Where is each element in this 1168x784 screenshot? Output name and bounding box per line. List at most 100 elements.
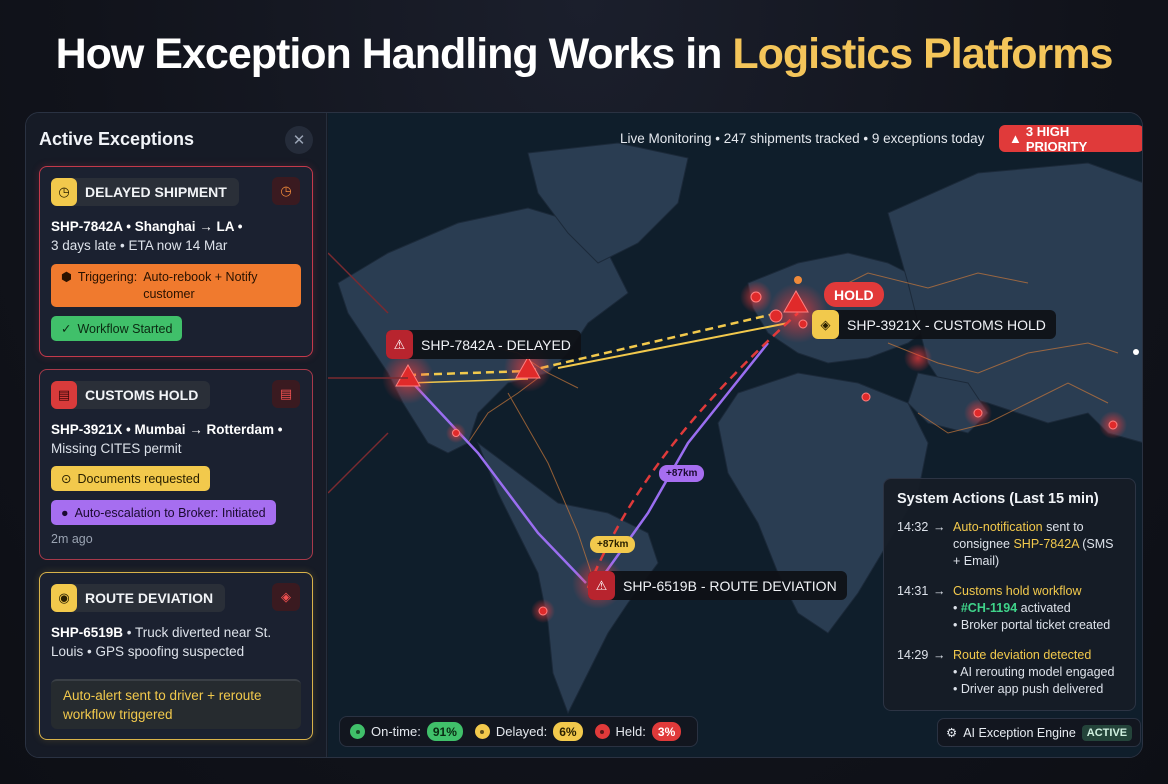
action-time: 14:29	[897, 648, 929, 662]
exception-card-customs[interactable]: ▤ CUSTOMS HOLD ▤ SHP-3921X • Mumbai → Ro…	[39, 369, 313, 560]
delayed-dot-icon	[474, 724, 490, 739]
shipment-id: SHP-3921X	[51, 422, 123, 437]
trigger-value: Auto-rebook + Notify customer	[143, 270, 258, 301]
customs-icon: ◈	[812, 310, 839, 339]
workflow-code-link[interactable]: #CH-1194	[960, 601, 1018, 615]
workflow-status-badge: ✓ Workflow Started	[51, 316, 183, 341]
action-bullet: AI rerouting model engaged	[953, 664, 1122, 681]
document-icon[interactable]: ▤	[272, 380, 300, 408]
action-label: Auto-escalation to Broker: Initiated	[74, 505, 266, 520]
engine-label: AI Exception Engine	[963, 725, 1076, 740]
action-highlight: Customs hold workflow	[953, 584, 1082, 598]
distance-tag: +87km	[659, 465, 705, 482]
documents-requested-badge: ⊙ Documents requested	[51, 466, 210, 491]
auto-alert-box: Auto-alert sent to driver + reroute work…	[51, 679, 301, 729]
distance-tag: +87km	[590, 536, 636, 553]
document-icon: ▤	[51, 381, 77, 409]
route-text: • Shanghai → LA •	[122, 219, 243, 234]
bolt-icon: ⬢	[61, 270, 72, 284]
callout-delayed[interactable]: ⚠ SHP-7842A - DELAYED	[386, 330, 581, 359]
exceptions-sidebar: Active Exceptions ✕ ◷ DELAYED SHIPMENT ◷…	[26, 113, 327, 757]
exception-card-route[interactable]: ◉ ROUTE DEVIATION ◈ SHP-6519B • Truck di…	[39, 572, 313, 740]
action-detail: (SMS + Email)	[953, 537, 1114, 568]
alert-text: Auto-alert sent to driver + reroute work…	[63, 688, 262, 722]
arrow-icon: →	[933, 520, 946, 534]
action-highlight: Auto-notification	[953, 520, 1043, 534]
legend-value: 6%	[553, 722, 583, 741]
map-pin-icon: ◉	[51, 584, 77, 612]
sidebar-title: Active Exceptions	[39, 129, 195, 149]
high-priority-badge[interactable]: ▲ 3 HIGH PRIORITY	[999, 123, 1142, 154]
escalation-badge: ● Auto-escalation to Broker: Initiated	[51, 500, 276, 525]
action-bullet: Driver app push delivered	[953, 681, 1122, 698]
callout-label: SHP-3921X - CUSTOMS HOLD	[847, 316, 1046, 333]
legend-value: 91%	[426, 722, 463, 741]
legend-value: 3%	[651, 722, 682, 741]
dashboard-window: Active Exceptions ✕ ◷ DELAYED SHIPMENT ◷…	[25, 112, 1143, 758]
callout-label: SHP-6519B - ROUTE DEVIATION	[623, 577, 837, 594]
timestamp: 2m ago	[51, 532, 93, 546]
type-badge: ◉ ROUTE DEVIATION	[51, 584, 226, 612]
workflow-status-label: Workflow Started	[77, 321, 173, 336]
status-legend: On-time: 91% Delayed: 6% Held: 3%	[339, 716, 699, 747]
map-pin-icon[interactable]: ◈	[272, 583, 300, 611]
action-entry: 14:29 → Route deviation detected AI rero…	[897, 647, 1122, 698]
action-highlight: Route deviation detected	[953, 648, 1092, 662]
bag-icon: ●	[61, 505, 69, 520]
exception-card-delayed[interactable]: ◷ DELAYED SHIPMENT ◷ SHP-7842A • Shangha…	[39, 166, 313, 357]
action-text: Auto-notification sent to consignee SHP-…	[953, 519, 1122, 570]
legend-label: Delayed:	[495, 724, 548, 739]
shipment-link[interactable]: SHP-7842A	[1013, 537, 1079, 551]
type-label: CUSTOMS HOLD	[85, 387, 199, 403]
trigger-label: Triggering:	[77, 270, 138, 284]
card-details: SHP-3921X • Mumbai → Rotterdam • Missing…	[51, 420, 303, 458]
headline-accent: Logistics Platforms	[732, 30, 1113, 78]
live-monitoring-status: Live Monitoring • 247 shipments tracked …	[620, 131, 985, 146]
page-headline: How Exception Handling Works in Logistic…	[0, 30, 1168, 79]
action-bullet: Broker portal ticket created	[953, 617, 1122, 634]
priority-label: 3 HIGH PRIORITY	[1025, 123, 1088, 154]
gear-icon: ⚙	[946, 726, 958, 740]
delay-text: 3 days late • ETA now 14 Mar	[51, 238, 228, 253]
world-map[interactable]: Live Monitoring • 247 shipments tracked …	[328, 113, 1142, 757]
headline-main: How Exception Handling Works in	[55, 30, 723, 78]
action-detail: sent to consignee	[953, 520, 1084, 551]
callout-customs[interactable]: ◈ SHP-3921X - CUSTOMS HOLD	[812, 310, 1056, 339]
route-text: • Mumbai → Rotterdam •	[122, 422, 283, 437]
legend-label: On-time:	[371, 724, 421, 739]
warning-icon: ⚠	[386, 330, 413, 359]
close-button[interactable]: ✕	[285, 126, 313, 154]
type-badge: ▤ CUSTOMS HOLD	[51, 381, 211, 409]
map-graphics	[328, 142, 1142, 715]
clock-icon: ◷	[51, 178, 77, 206]
panel-title: System Actions (Last 15 min)	[897, 491, 1099, 507]
reason-text: Missing CITES permit	[51, 441, 182, 456]
action-label: Documents requested	[77, 471, 200, 486]
action-entry: 14:32 → Auto-notification sent to consig…	[897, 519, 1122, 570]
close-icon: ✕	[292, 132, 306, 149]
check-icon: ✓	[61, 322, 72, 336]
warning-icon: ⚠	[588, 571, 615, 600]
warning-icon: ▲	[1009, 131, 1022, 146]
action-time: 14:32	[897, 520, 929, 534]
held-dot-icon	[594, 724, 610, 739]
callout-route[interactable]: ⚠ SHP-6519B - ROUTE DEVIATION	[588, 571, 847, 600]
hold-badge: HOLD	[824, 282, 884, 307]
action-text: Route deviation detected AI rerouting mo…	[953, 647, 1122, 698]
ai-engine-status[interactable]: ⚙ AI Exception Engine ACTIVE	[937, 718, 1142, 747]
action-bullet: #CH-1194 activated	[953, 600, 1122, 617]
clock-icon[interactable]: ◷	[272, 177, 300, 205]
deviation-text: • Truck diverted near St. Louis • GPS sp…	[51, 625, 272, 659]
action-entry: 14:31 → Customs hold workflow #CH-1194 a…	[897, 583, 1122, 634]
card-details: SHP-7842A • Shanghai → LA • 3 days late …	[51, 217, 303, 255]
action-detail: activated	[1017, 601, 1071, 615]
callout-label: SHP-7842A - DELAYED	[421, 336, 571, 353]
system-actions-panel: System Actions (Last 15 min) 14:32 → Aut…	[883, 478, 1136, 711]
card-details: SHP-6519B • Truck diverted near St. Loui…	[51, 623, 303, 661]
type-badge: ◷ DELAYED SHIPMENT	[51, 178, 239, 206]
shipment-id: SHP-7842A	[51, 219, 123, 234]
action-text: Customs hold workflow #CH-1194 activated…	[953, 583, 1122, 634]
type-label: ROUTE DEVIATION	[85, 590, 214, 606]
arrow-icon: →	[933, 648, 946, 662]
shipment-id: SHP-6519B	[51, 625, 124, 640]
